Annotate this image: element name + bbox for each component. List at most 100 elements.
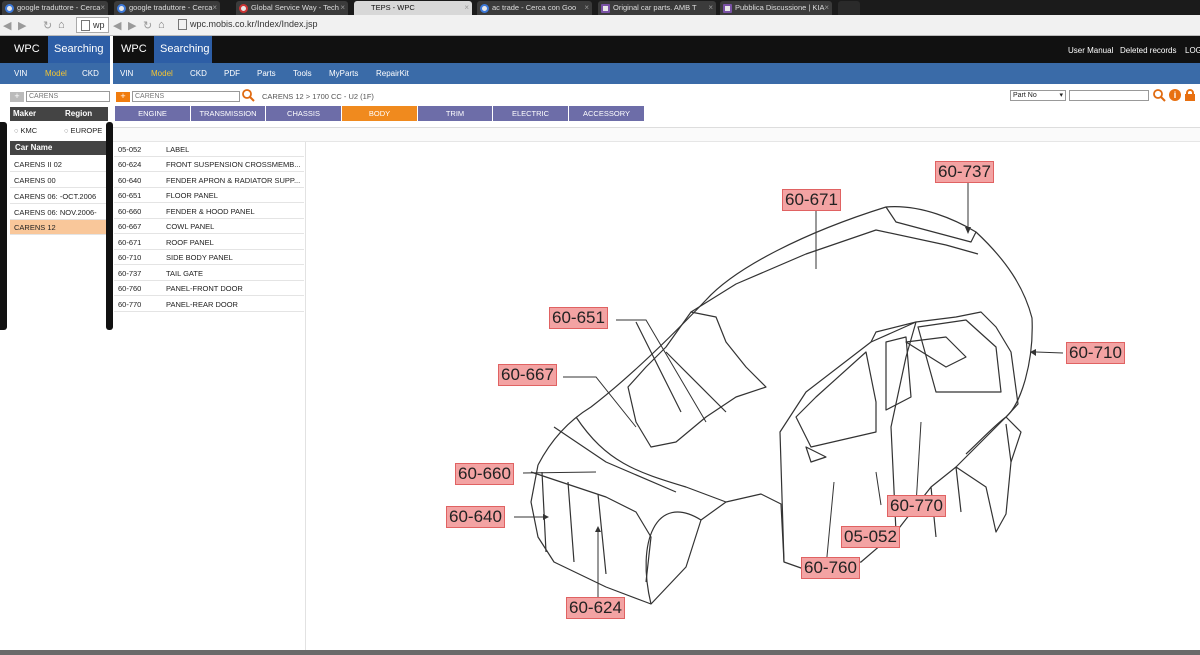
model-input[interactable]: CARENS — [26, 91, 110, 102]
add-button[interactable]: + — [116, 92, 130, 102]
close-tab-icon[interactable]: × — [584, 3, 589, 12]
maker-radio[interactable]: ◌ KMC — [14, 126, 38, 135]
forward-icon[interactable]: ▶ — [18, 20, 27, 32]
close-tab-icon[interactable]: × — [464, 3, 469, 12]
car-list-item[interactable]: CARENS II 02 — [10, 157, 108, 172]
close-tab-icon[interactable]: × — [708, 3, 713, 12]
app-header: WPC Searching — [0, 36, 110, 63]
back-icon[interactable]: ◀ — [113, 20, 122, 32]
menu-ckd[interactable]: CKD — [82, 69, 99, 78]
reload-icon[interactable]: ↻ — [143, 20, 153, 32]
close-tab-icon[interactable]: × — [212, 3, 217, 12]
browser-tab[interactable]: google traduttore - Cerca× — [2, 1, 108, 15]
browser-tab[interactable]: google traduttore - Cerca× — [114, 1, 220, 15]
tab-chassis[interactable]: CHASSIS — [266, 106, 341, 121]
info-icon[interactable]: i — [1169, 89, 1181, 101]
vertical-scrollbar[interactable] — [106, 122, 113, 330]
tab-accessory[interactable]: ACCESSORY — [569, 106, 644, 121]
browser-tab[interactable]: ac trade - Cerca con Goo× — [477, 1, 592, 15]
home-icon[interactable]: ⌂ — [58, 19, 65, 31]
close-tab-icon[interactable]: × — [340, 3, 345, 12]
diagram-label-60-640[interactable]: 60-640 — [446, 506, 505, 528]
car-list-item-selected[interactable]: CARENS 12 — [10, 220, 108, 235]
browser-tab-active[interactable]: TEPS - WPC× — [354, 1, 472, 15]
menu-pdf[interactable]: PDF — [224, 69, 240, 78]
diagram-label-60-651[interactable]: 60-651 — [549, 307, 608, 329]
model-input[interactable]: CARENS — [132, 91, 240, 102]
tab-electric[interactable]: ELECTRIC — [493, 106, 568, 121]
tab-body[interactable]: BODY — [342, 106, 417, 121]
diagram-label-60-667[interactable]: 60-667 — [498, 364, 557, 386]
left-edge-scrollbar[interactable] — [0, 122, 7, 330]
diagram-label-60-770[interactable]: 60-770 — [887, 495, 946, 517]
google-icon — [5, 4, 14, 13]
diagram-label-60-624[interactable]: 60-624 — [566, 597, 625, 619]
back-icon[interactable]: ◀ — [3, 20, 12, 32]
google-icon — [480, 4, 489, 13]
page-icon — [723, 4, 732, 13]
search-icon[interactable] — [241, 88, 255, 102]
search-icon[interactable] — [1152, 88, 1166, 102]
searching-tab[interactable]: Searching — [154, 36, 212, 63]
menu-model[interactable]: Model — [45, 69, 67, 78]
tab-transmission[interactable]: TRANSMISSION — [191, 106, 265, 121]
menu-vin[interactable]: VIN — [120, 69, 134, 78]
close-tab-icon[interactable]: × — [824, 3, 829, 12]
diagram-label-05-052[interactable]: 05-052 — [841, 526, 900, 548]
car-list-item[interactable]: CARENS 06: -OCT.2006 — [10, 189, 108, 204]
add-button[interactable]: + — [10, 92, 24, 102]
diagram-label-60-737[interactable]: 60-737 — [935, 161, 994, 183]
diagram-label-60-671[interactable]: 60-671 — [782, 189, 841, 211]
tab-engine[interactable]: ENGINE — [115, 106, 190, 121]
home-icon[interactable]: ⌂ — [158, 19, 165, 31]
divider — [305, 142, 306, 650]
reload-icon[interactable]: ↻ — [43, 20, 53, 32]
menu-repairkit[interactable]: RepairKit — [376, 69, 409, 78]
menu-parts[interactable]: Parts — [257, 69, 276, 78]
main-menu: VIN Model CKD PDF Parts Tools MyParts Re… — [113, 63, 1200, 84]
arrow-heads — [543, 227, 1036, 532]
region-radio[interactable]: ◌ EUROPE — [64, 126, 103, 135]
searching-tab[interactable]: Searching — [48, 36, 110, 63]
diagram-label-60-710[interactable]: 60-710 — [1066, 342, 1125, 364]
diagram-label-60-660[interactable]: 60-660 — [455, 463, 514, 485]
lock-icon[interactable] — [1185, 89, 1195, 101]
address-bar-background-window: ◀ ▶ ↻ ⌂ wp — [0, 15, 110, 36]
browser-tab[interactable]: Pubblica Discussione | KIA× — [720, 1, 832, 15]
url-field[interactable]: wpc.mobis.co.kr/Index/Index.jsp — [174, 17, 1196, 33]
menu-vin[interactable]: VIN — [14, 69, 28, 78]
new-tab-button[interactable] — [838, 1, 860, 15]
part-search-input[interactable] — [1069, 90, 1149, 101]
taskbar — [0, 650, 1200, 655]
user-manual-link[interactable]: User Manual — [1068, 46, 1114, 55]
left-pane: WPC Searching VIN Model CKD + CARENS — [0, 36, 110, 650]
search-type-select[interactable]: Part No▾ — [1010, 90, 1066, 101]
menu-model[interactable]: Model — [151, 69, 173, 78]
tab-trim[interactable]: TRIM — [418, 106, 492, 121]
diagram-label-60-760[interactable]: 60-760 — [801, 557, 860, 579]
menu-tools[interactable]: Tools — [293, 69, 312, 78]
car-list-item[interactable]: CARENS 06: NOV.2006- — [10, 205, 108, 220]
url-field[interactable]: wp — [76, 17, 109, 33]
close-tab-icon[interactable]: × — [100, 3, 105, 12]
deleted-records-link[interactable]: Deleted records — [1120, 46, 1177, 55]
logout-link[interactable]: LOG — [1185, 46, 1200, 55]
browser-tab[interactable]: Global Service Way - Tech× — [236, 1, 348, 15]
browser-tab[interactable]: Original car parts. AMB T× — [598, 1, 716, 15]
page-icon — [601, 4, 610, 13]
menu-myparts[interactable]: MyParts — [329, 69, 359, 78]
car-list-item[interactable]: CARENS 00 — [10, 173, 108, 188]
forward-icon[interactable]: ▶ — [128, 20, 137, 32]
menu-ckd[interactable]: CKD — [190, 69, 207, 78]
